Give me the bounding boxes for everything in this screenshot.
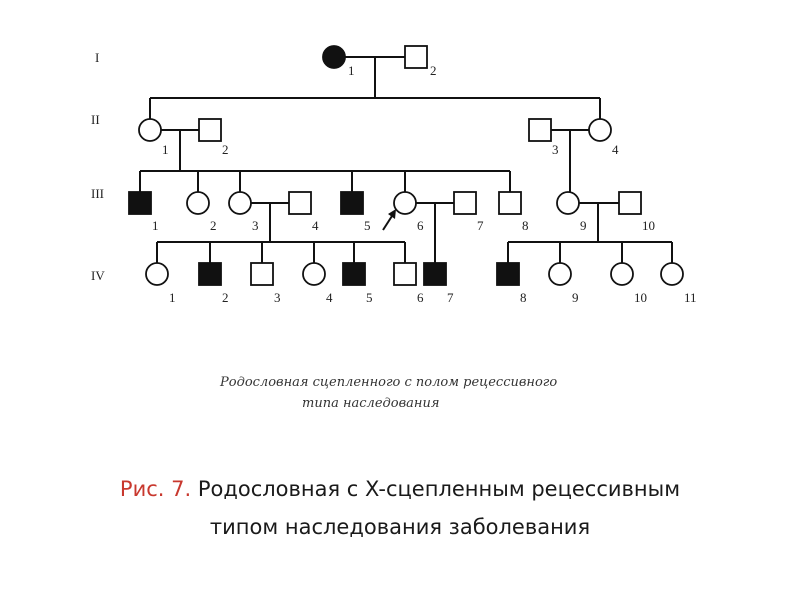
female-IV-9-circle <box>548 262 572 286</box>
figure-caption-text: Родословная с X-сцепленным рецессивным т… <box>191 477 681 539</box>
affected-female-I-1-circle <box>322 45 346 69</box>
male-I-2-square <box>404 45 428 69</box>
individual-number-IV-9: 9 <box>572 290 579 305</box>
male-III-10-square <box>618 191 642 215</box>
individual-number-III-9: 9 <box>580 218 587 233</box>
female-II-4-circle <box>588 118 612 142</box>
individual-number-III-4: 4 <box>312 218 319 233</box>
female-III-6-circle <box>393 191 417 215</box>
male-II-3-square <box>528 118 552 142</box>
individual-number-III-2: 2 <box>210 218 217 233</box>
female-III-2-circle <box>186 191 210 215</box>
individual-number-IV-4: 4 <box>326 290 333 305</box>
individual-number-IV-6: 6 <box>417 290 424 305</box>
individual-number-IV-7: 7 <box>447 290 454 305</box>
individual-number-IV-1: 1 <box>169 290 176 305</box>
male-III-4-square <box>288 191 312 215</box>
individual-number-IV-3: 3 <box>274 290 281 305</box>
individual-number-II-4: 4 <box>612 142 619 157</box>
individual-number-I-1: 1 <box>348 63 355 78</box>
individual-number-III-7: 7 <box>477 218 484 233</box>
male-II-2-square <box>198 118 222 142</box>
figure-caption: Рис. 7. Родословная с X-сцепленным рецес… <box>90 470 710 546</box>
generation-label-II: II <box>91 112 100 127</box>
individual-number-IV-2: 2 <box>222 290 229 305</box>
pedigree-caption-line2: типа наследования <box>302 396 440 411</box>
individual-number-III-8: 8 <box>522 218 529 233</box>
pedigree-caption: Родословная сцепленного с полом рецессив… <box>220 372 660 414</box>
individual-number-IV-10: 10 <box>634 290 647 305</box>
pedigree-caption-line1: Родословная сцепленного с полом рецессив… <box>220 375 558 390</box>
individual-number-III-5: 5 <box>364 218 371 233</box>
individual-number-III-3: 3 <box>252 218 259 233</box>
pedigree-lines <box>139 56 673 263</box>
female-IV-11-circle <box>660 262 684 286</box>
figure-label: Рис. 7. <box>119 477 192 501</box>
individual-number-IV-11: 11 <box>684 290 697 305</box>
generation-label-III: III <box>91 186 104 201</box>
affected-male-IV-2-square <box>198 262 222 286</box>
generation-label-IV: IV <box>91 268 105 283</box>
female-III-9-circle <box>556 191 580 215</box>
individual-number-III-10: 10 <box>642 218 655 233</box>
affected-male-IV-5-square <box>342 262 366 286</box>
affected-male-III-1-square <box>128 191 152 215</box>
generation-label-I: I <box>95 50 99 65</box>
female-III-3-circle <box>228 191 252 215</box>
female-IV-10-circle <box>610 262 634 286</box>
individual-number-IV-8: 8 <box>520 290 527 305</box>
individual-number-II-3: 3 <box>552 142 559 157</box>
affected-male-IV-8-square <box>496 262 520 286</box>
affected-male-IV-7-square <box>423 262 447 286</box>
male-IV-6-square <box>393 262 417 286</box>
female-IV-4-circle <box>302 262 326 286</box>
individual-number-IV-5: 5 <box>366 290 373 305</box>
female-II-1-circle <box>138 118 162 142</box>
pedigree-individuals: 1 2 1 2 3 4 1 2 3 4 5 6 7 8 9 10 1 2 3 4 5 6 7 8 9 10 11 <box>128 45 697 305</box>
male-IV-3-square <box>250 262 274 286</box>
individual-number-III-6: 6 <box>417 218 424 233</box>
individual-number-III-1: 1 <box>152 218 159 233</box>
individual-number-II-2: 2 <box>222 142 229 157</box>
male-III-8-square <box>498 191 522 215</box>
individual-number-II-1: 1 <box>162 142 169 157</box>
male-III-7-square <box>453 191 477 215</box>
proband-arrow-icon <box>382 209 396 231</box>
individual-number-I-2: 2 <box>430 63 437 78</box>
female-IV-1-circle <box>145 262 169 286</box>
affected-male-III-5-square <box>340 191 364 215</box>
